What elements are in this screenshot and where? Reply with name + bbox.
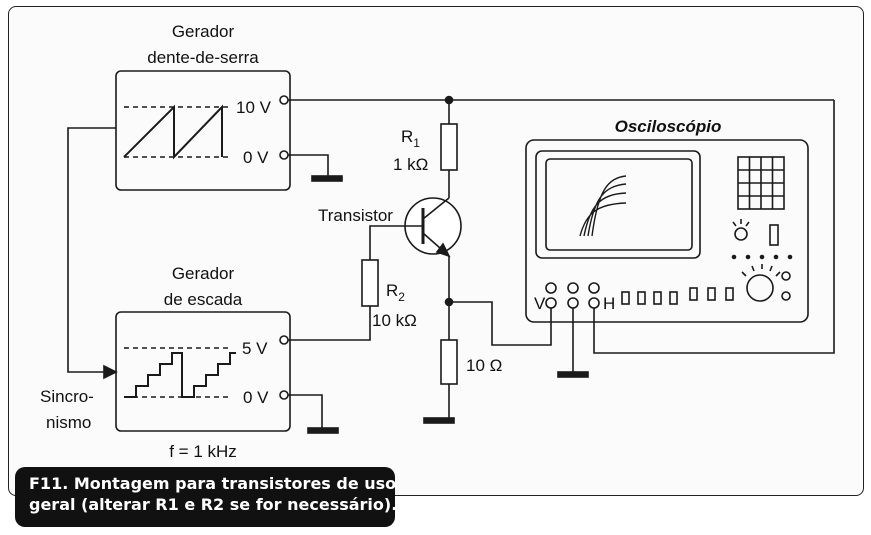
resistor-r2: [361, 259, 379, 307]
knob: [746, 274, 774, 302]
ground-jack: [567, 297, 579, 309]
characteristic-curves: [579, 175, 627, 237]
transistor-symbol: [404, 197, 462, 258]
lamp-icon: [734, 227, 748, 241]
r2-value: 10 kΩ: [372, 311, 417, 330]
oscilloscope-title: Osciloscópio: [615, 117, 722, 136]
figure-caption: F11. Montagem para transistores de uso g…: [15, 467, 398, 527]
sync-label-line2: nismo: [46, 413, 91, 432]
transistor-label: Transistor: [318, 206, 393, 225]
staircase-frequency: f = 1 kHz: [169, 442, 237, 461]
staircase-high-label: 5 V: [242, 339, 268, 358]
sawtooth-title-line1: Gerador: [172, 22, 235, 41]
v-input-jack: [545, 297, 557, 309]
sawtooth-high-terminal: [279, 95, 289, 105]
sawtooth-waveform: [123, 104, 223, 160]
staircase-high-terminal: [279, 335, 289, 345]
resistor-r1: [440, 123, 458, 171]
r2-label: R2: [386, 281, 405, 304]
sawtooth-low-label: 0 V: [243, 148, 269, 167]
h-input-label: H: [603, 294, 615, 313]
staircase-low-terminal: [279, 390, 289, 400]
oscilloscope-screen: [535, 150, 701, 259]
caption-line1: F11. Montagem para transistores de uso: [29, 474, 397, 493]
ground-symbol: [423, 417, 455, 424]
sync-wire: [67, 127, 116, 373]
r1-value: 1 kΩ: [393, 155, 428, 174]
caption-line2: geral (alterar R1 e R2 se for necessário…: [29, 495, 398, 514]
oscilloscope: [525, 139, 809, 323]
staircase-waveform: [124, 352, 236, 398]
sawtooth-high-label: 10 V: [236, 98, 272, 117]
r1-label: R1: [401, 127, 420, 150]
staircase-title-line1: Gerador: [172, 264, 235, 283]
sawtooth-generator: [115, 70, 291, 191]
sawtooth-low-terminal: [279, 150, 289, 160]
h-input-jack: [588, 297, 600, 309]
sync-label-line1: Sincro-: [40, 387, 94, 406]
ground-symbol: [557, 371, 589, 378]
staircase-title-line2: de escada: [164, 290, 243, 309]
staircase-low-label: 0 V: [243, 388, 269, 407]
staircase-generator: [115, 311, 291, 432]
emitter-resistor-value: 10 Ω: [466, 356, 502, 375]
ground-symbol: [311, 175, 343, 182]
ground-symbol: [307, 427, 339, 434]
power-switch: [769, 224, 779, 246]
sawtooth-title-line2: dente-de-serra: [147, 48, 259, 67]
resistor-emitter: [440, 339, 458, 385]
v-input-label: V: [534, 294, 546, 313]
